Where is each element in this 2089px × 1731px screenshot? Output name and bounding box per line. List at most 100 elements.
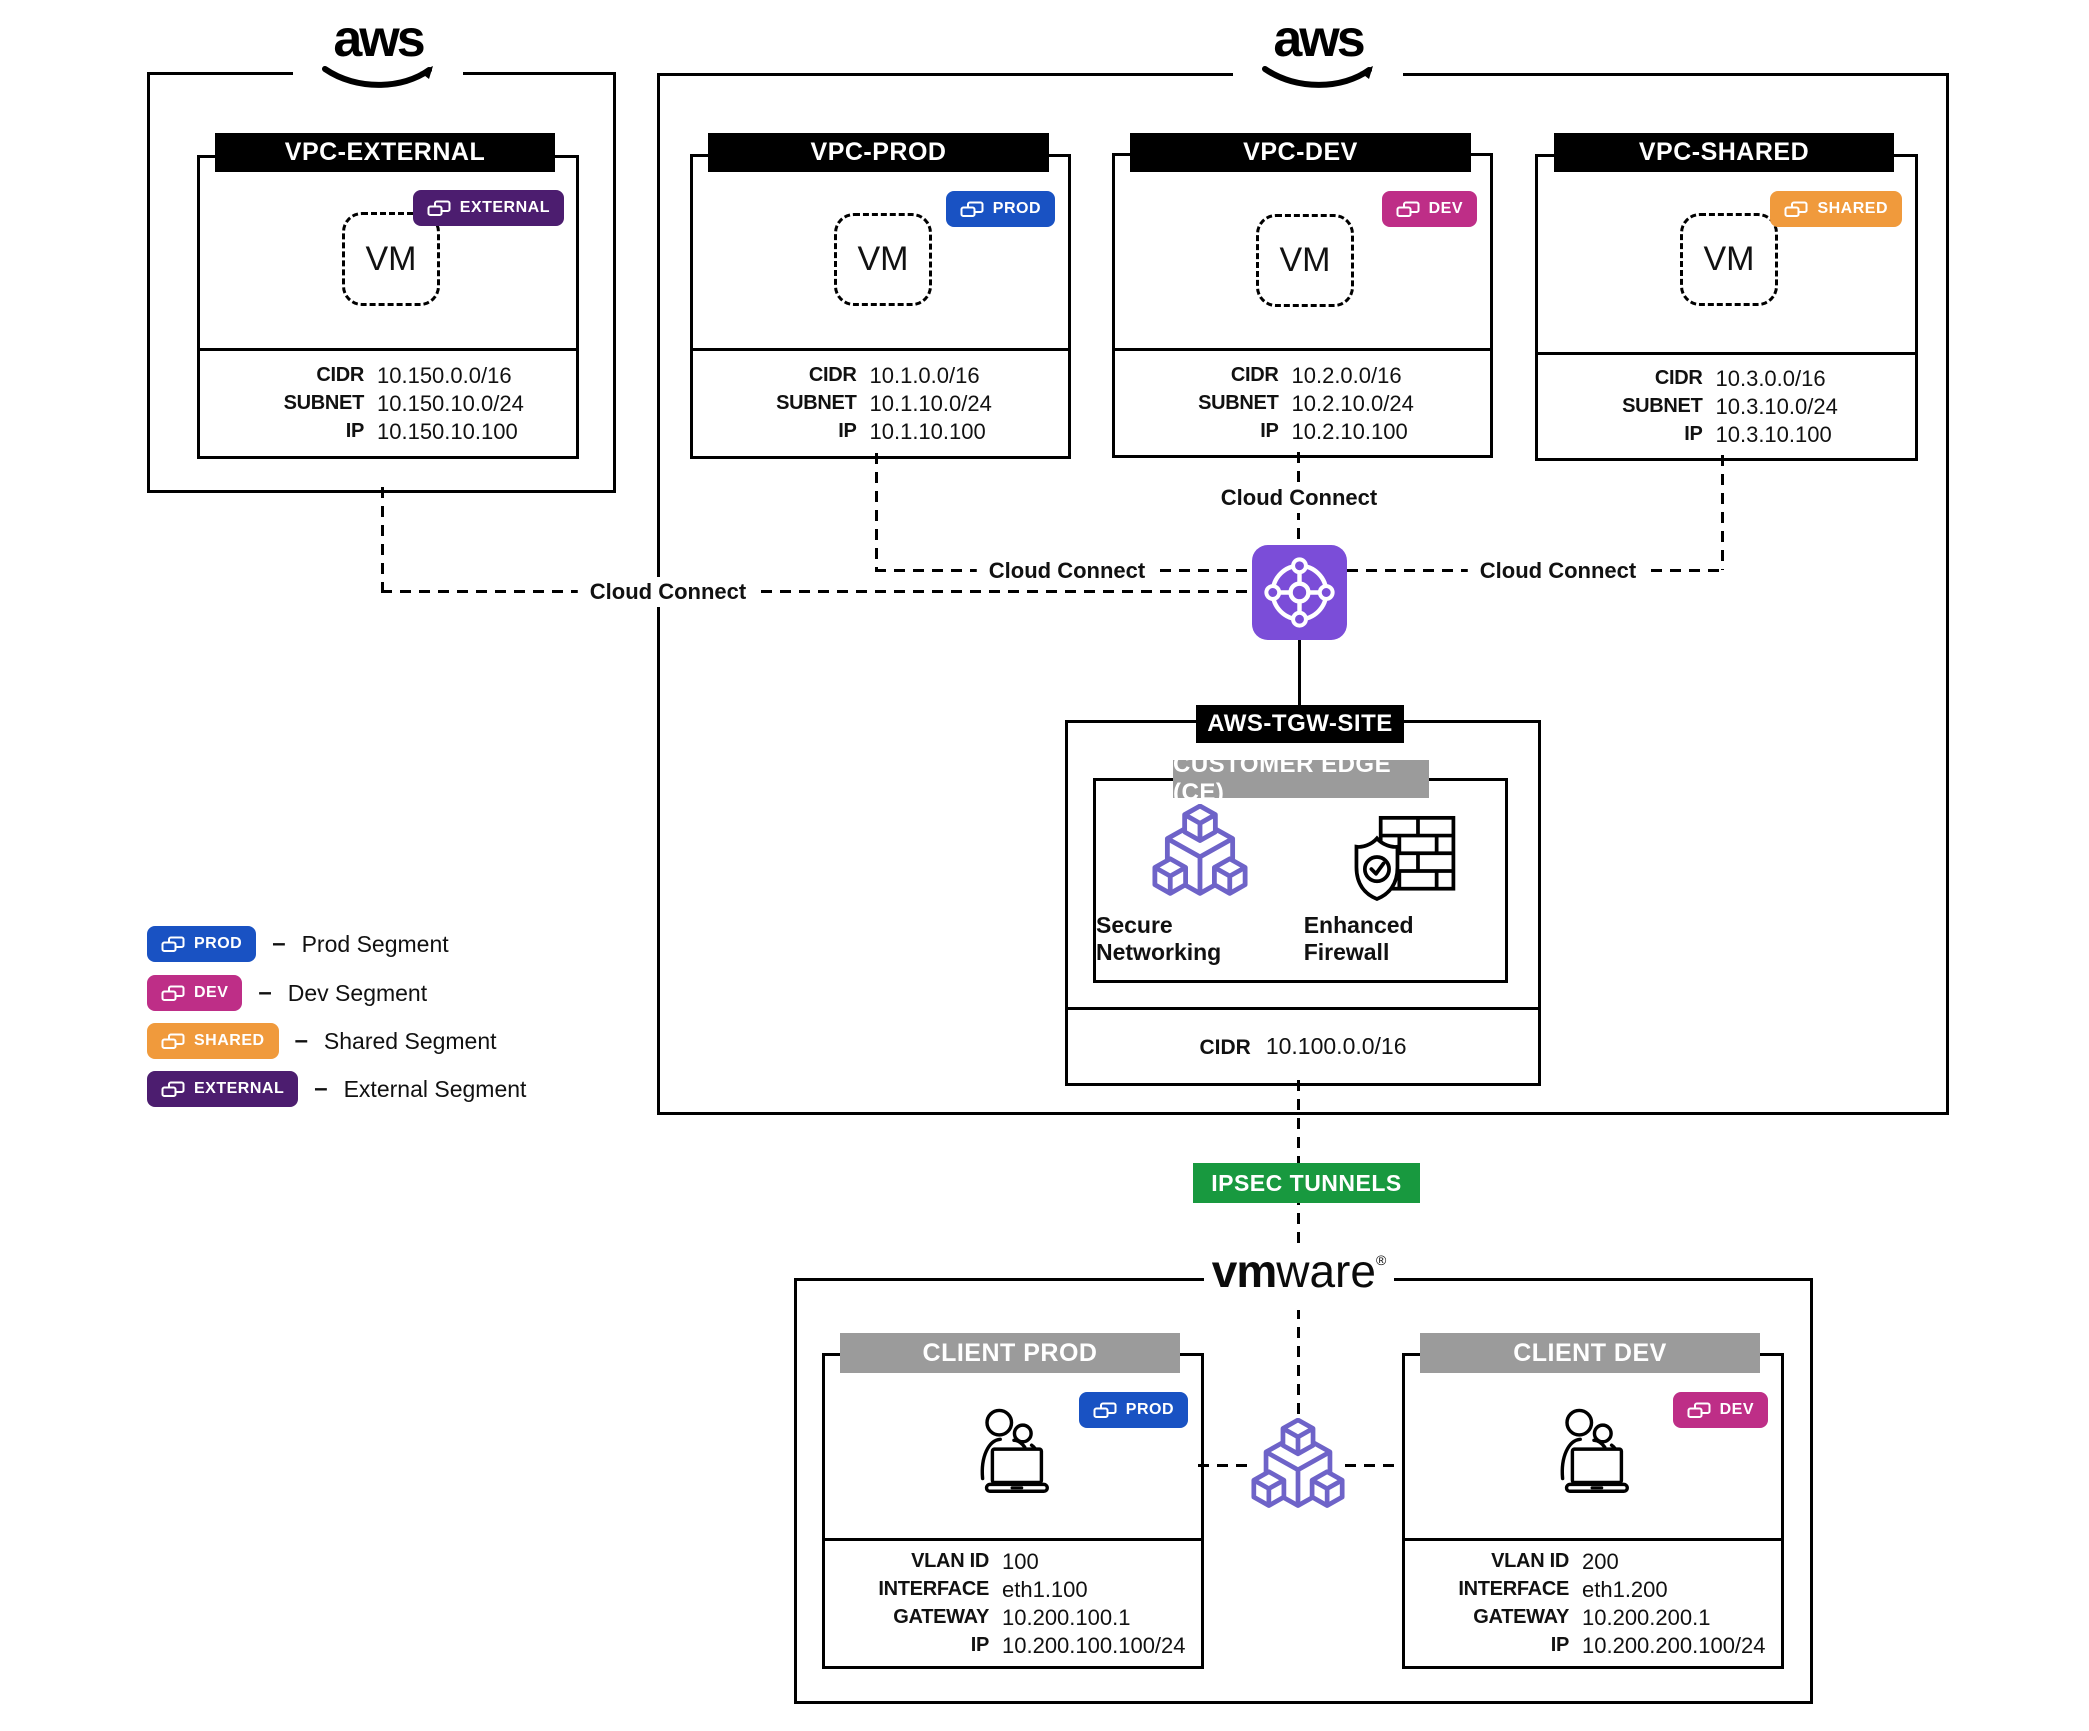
vpc-dev-title: VPC-DEV bbox=[1130, 133, 1471, 172]
vm-icon: VM bbox=[1256, 214, 1354, 307]
legend-label: Dev Segment bbox=[287, 979, 428, 1006]
cloud-connect-label: Cloud Connect bbox=[577, 577, 759, 607]
segment-badge-shared: SHARED bbox=[147, 1023, 279, 1059]
segment-badge-label: SHARED bbox=[194, 1032, 265, 1049]
vpc-dev-card: VPC-DEV VM DEV CIDR 10.2.0.0/16 SUBNET 1… bbox=[1112, 133, 1493, 458]
data-row: IP 10.200.200.100/24 bbox=[1550, 1633, 1766, 1658]
data-row: GATEWAY 10.200.100.1 bbox=[893, 1605, 1131, 1630]
segment-icon bbox=[161, 1033, 185, 1049]
segment-icon bbox=[1687, 1402, 1711, 1418]
vpc-prod-card: VPC-PROD VM PROD CIDR 10.1.0.0/16 SUBNET… bbox=[690, 133, 1071, 459]
segment-badge-label: PROD bbox=[992, 200, 1041, 217]
segment-badge-label: PROD bbox=[194, 935, 243, 952]
connector-external-vertical bbox=[381, 487, 384, 592]
client-prod-title: CLIENT PROD bbox=[840, 1333, 1180, 1373]
data-row: IP 10.1.10.100 bbox=[838, 419, 986, 444]
segment-badge-dev: DEV bbox=[147, 975, 243, 1011]
data-row: GATEWAY 10.200.200.1 bbox=[1473, 1605, 1711, 1630]
vpc-prod-data: CIDR 10.1.0.0/16 SUBNET 10.1.10.0/24 IP … bbox=[693, 348, 1068, 456]
aws-logo: aws bbox=[1233, 10, 1403, 98]
ipsec-tunnels-badge: IPSEC TUNNELS bbox=[1193, 1163, 1420, 1203]
segment-badge-external: EXTERNAL bbox=[412, 190, 564, 226]
data-row: VLAN ID 100 bbox=[911, 1549, 1039, 1574]
cloud-connect-label: Cloud Connect bbox=[1208, 483, 1390, 513]
segment-icon bbox=[427, 200, 451, 216]
segment-badge-shared: SHARED bbox=[1770, 191, 1902, 227]
secure-networking-icon bbox=[1152, 804, 1248, 896]
segment-badge-label: DEV bbox=[1719, 1401, 1754, 1418]
aws-smile-icon bbox=[1262, 66, 1373, 88]
aws-logo: aws bbox=[293, 10, 463, 98]
segment-badge-label: SHARED bbox=[1817, 200, 1888, 217]
segment-badge-external: EXTERNAL bbox=[147, 1071, 299, 1107]
client-prod-data: VLAN ID 100 INTERFACE eth1.100 GATEWAY 1… bbox=[825, 1538, 1201, 1666]
vmware-logo-ware: ware bbox=[1276, 1245, 1376, 1297]
vpc-external-title: VPC-EXTERNAL bbox=[215, 133, 555, 172]
enhanced-firewall-icon bbox=[1354, 815, 1456, 901]
legend-item-external: EXTERNAL – External Segment bbox=[147, 1071, 526, 1107]
legend-label: Shared Segment bbox=[323, 1027, 497, 1054]
aws-logo-text: aws bbox=[1273, 10, 1365, 68]
data-row: SUBNET 10.150.10.0/24 bbox=[283, 391, 524, 416]
aws-tgw-site-data: CIDR 10.100.0.0/16 bbox=[1068, 1007, 1538, 1083]
legend-separator: – bbox=[258, 979, 272, 1006]
segment-icon bbox=[161, 985, 185, 1001]
segment-badge-dev: DEV bbox=[1381, 191, 1477, 227]
customer-edge-features: Secure Networking bbox=[1096, 804, 1505, 976]
segment-badge-label: DEV bbox=[194, 984, 229, 1001]
segment-icon bbox=[161, 936, 185, 952]
feature-secure-networking: Secure Networking bbox=[1096, 804, 1304, 966]
data-row: CIDR 10.150.0.0/16 bbox=[316, 363, 512, 388]
data-row: VLAN ID 200 bbox=[1491, 1549, 1619, 1574]
client-prod-card: CLIENT PROD PROD bbox=[822, 1333, 1204, 1669]
vpc-shared-card: VPC-SHARED VM SHARED CIDR 10.3.0.0/16 SU… bbox=[1535, 133, 1918, 461]
segment-badge-dev: DEV bbox=[1672, 1392, 1768, 1428]
vm-icon: VM bbox=[834, 213, 932, 306]
data-row: INTERFACE eth1.200 bbox=[1458, 1577, 1668, 1602]
data-row: IP 10.3.10.100 bbox=[1684, 422, 1832, 447]
feature-label: Enhanced Firewall bbox=[1303, 912, 1414, 965]
networking-cubes-icon bbox=[1251, 1418, 1345, 1516]
legend-separator: – bbox=[272, 930, 286, 957]
segment-icon bbox=[960, 201, 984, 217]
customer-edge-box: CUSTOMER EDGE (CE) bbox=[1093, 751, 1508, 983]
vmware-logo-vm: vm bbox=[1211, 1245, 1277, 1297]
aws-logo-text: aws bbox=[333, 10, 425, 68]
legend-label: External Segment bbox=[343, 1075, 527, 1102]
customer-edge-title: CUSTOMER EDGE (CE) bbox=[1173, 751, 1429, 806]
data-row: IP 10.150.10.100 bbox=[345, 419, 518, 444]
feature-enhanced-firewall: Enhanced Firewall bbox=[1304, 810, 1505, 966]
vmware-logo-reg: ® bbox=[1375, 1252, 1387, 1268]
segment-icon bbox=[1784, 201, 1808, 217]
cloud-connect-label: Cloud Connect bbox=[976, 556, 1158, 586]
aws-tgw-site-box: AWS-TGW-SITE CUSTOMER EDGE (CE) bbox=[1065, 705, 1541, 1086]
vpc-prod-title: VPC-PROD bbox=[708, 133, 1049, 172]
segment-badge-label: PROD bbox=[1125, 1401, 1174, 1418]
legend-item-shared: SHARED – Shared Segment bbox=[147, 1023, 497, 1059]
segment-icon bbox=[1093, 1402, 1117, 1418]
data-row: IP 10.200.100.100/24 bbox=[970, 1633, 1186, 1658]
users-laptop-icon bbox=[1543, 1406, 1641, 1504]
connector-external-horizontal bbox=[381, 590, 1252, 593]
data-row: SUBNET 10.3.10.0/24 bbox=[1622, 394, 1838, 419]
cidr-row: CIDR 10.100.0.0/16 bbox=[1068, 1033, 1538, 1060]
segment-badge-prod: PROD bbox=[1078, 1392, 1188, 1428]
client-dev-title: CLIENT DEV bbox=[1420, 1333, 1760, 1373]
vpc-dev-data: CIDR 10.2.0.0/16 SUBNET 10.2.10.0/24 IP … bbox=[1115, 348, 1490, 455]
vpc-shared-title: VPC-SHARED bbox=[1554, 133, 1894, 172]
legend-item-prod: PROD – Prod Segment bbox=[147, 926, 449, 962]
connector-shared-vertical bbox=[1721, 455, 1724, 570]
transit-gateway-icon bbox=[1252, 545, 1347, 640]
data-row: INTERFACE eth1.100 bbox=[878, 1577, 1088, 1602]
vm-icon: VM bbox=[342, 212, 440, 306]
data-row: CIDR 10.2.0.0/16 bbox=[1230, 362, 1402, 388]
cloud-connect-label: Cloud Connect bbox=[1467, 556, 1649, 586]
segment-badge-prod: PROD bbox=[945, 191, 1055, 227]
data-row: SUBNET 10.2.10.0/24 bbox=[1198, 390, 1414, 416]
client-dev-card: CLIENT DEV DEV bbox=[1402, 1333, 1784, 1669]
data-row: IP 10.2.10.100 bbox=[1260, 418, 1408, 444]
legend-separator: – bbox=[294, 1027, 308, 1054]
segment-badge-prod: PROD bbox=[147, 926, 257, 962]
